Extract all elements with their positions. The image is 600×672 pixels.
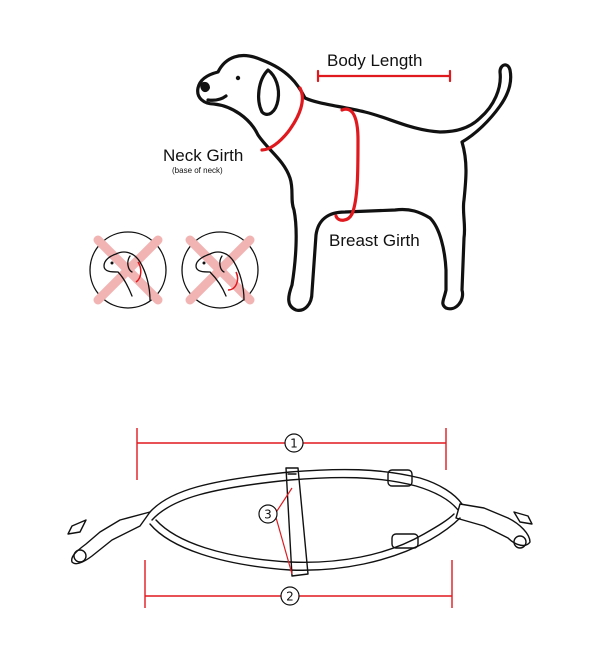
neck-girth-label: Neck Girth xyxy=(163,146,243,165)
breast-girth-label: Breast Girth xyxy=(329,231,420,250)
neck-girth-line xyxy=(260,86,304,152)
neck-girth-note: (base of neck) xyxy=(172,166,223,175)
breast-girth-line xyxy=(334,107,360,222)
dog-illustration xyxy=(196,54,513,312)
wrong-example-1 xyxy=(89,231,167,309)
wrong-example-2 xyxy=(181,231,259,309)
dog-measurements xyxy=(260,69,452,222)
svg-text:3: 3 xyxy=(264,508,272,522)
callout-3: 3 xyxy=(258,487,293,575)
callout-2: 2 xyxy=(280,586,300,606)
svg-text:2: 2 xyxy=(286,590,294,604)
harness-illustration xyxy=(67,467,533,577)
dimension-2 xyxy=(144,560,453,608)
body-length-label: Body Length xyxy=(327,51,422,70)
callout-1: 1 xyxy=(284,433,304,453)
svg-text:1: 1 xyxy=(290,437,298,451)
